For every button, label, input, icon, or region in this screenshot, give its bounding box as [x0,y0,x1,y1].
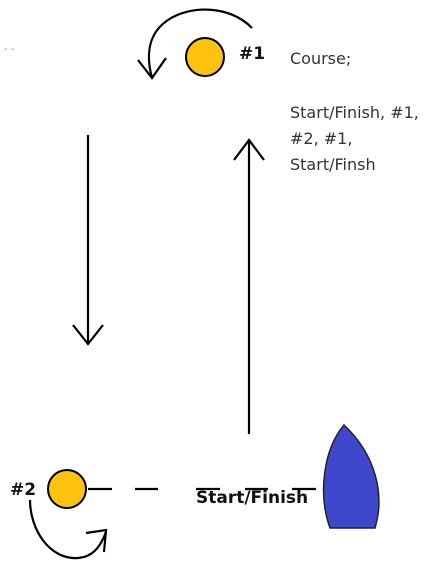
course-heading: Course; [290,49,351,68]
course-line: Start/Finish, #1, [290,103,419,122]
rounding-arrow-mark-2 [28,499,108,560]
committee-boat [322,423,380,529]
buoy-mark-1 [185,37,225,77]
course-line: #2, #1, [290,129,352,148]
course-line: Start/Finsh [290,155,376,174]
rounding-arrow-mark-1 [147,8,253,79]
rounding-arrowhead-mark-1 [137,57,167,80]
down-arrowhead [72,324,104,346]
stray-mark: - - [4,44,15,55]
start-finish-label: Start/Finish [196,488,308,508]
buoy-mark-2 [47,469,87,509]
up-arrowhead [233,138,265,161]
mark-2-label: #2 [10,480,36,500]
rounding-arrowhead-mark-2 [85,528,108,553]
mark-1-label: #1 [239,44,265,64]
